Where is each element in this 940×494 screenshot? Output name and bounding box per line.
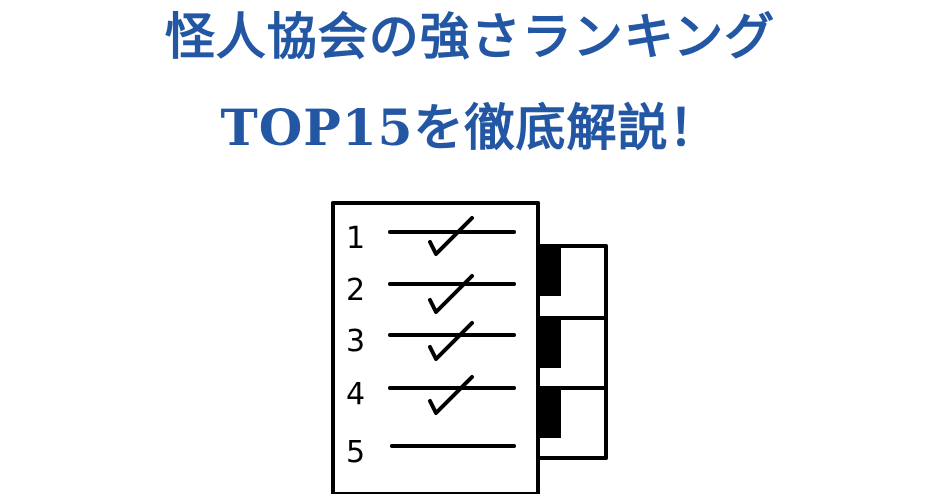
row-number: 4 (346, 377, 365, 412)
row-number: 2 (346, 273, 365, 308)
row-number: 3 (346, 324, 365, 359)
row-number: 1 (346, 221, 365, 256)
tab-group-icon (536, 244, 608, 460)
title-line-1: 怪人協会の強さランキング (164, 7, 776, 66)
check-icon (428, 216, 474, 415)
row-number: 5 (346, 435, 365, 470)
title-line-2: TOP15を徹底解説！ (220, 98, 720, 157)
